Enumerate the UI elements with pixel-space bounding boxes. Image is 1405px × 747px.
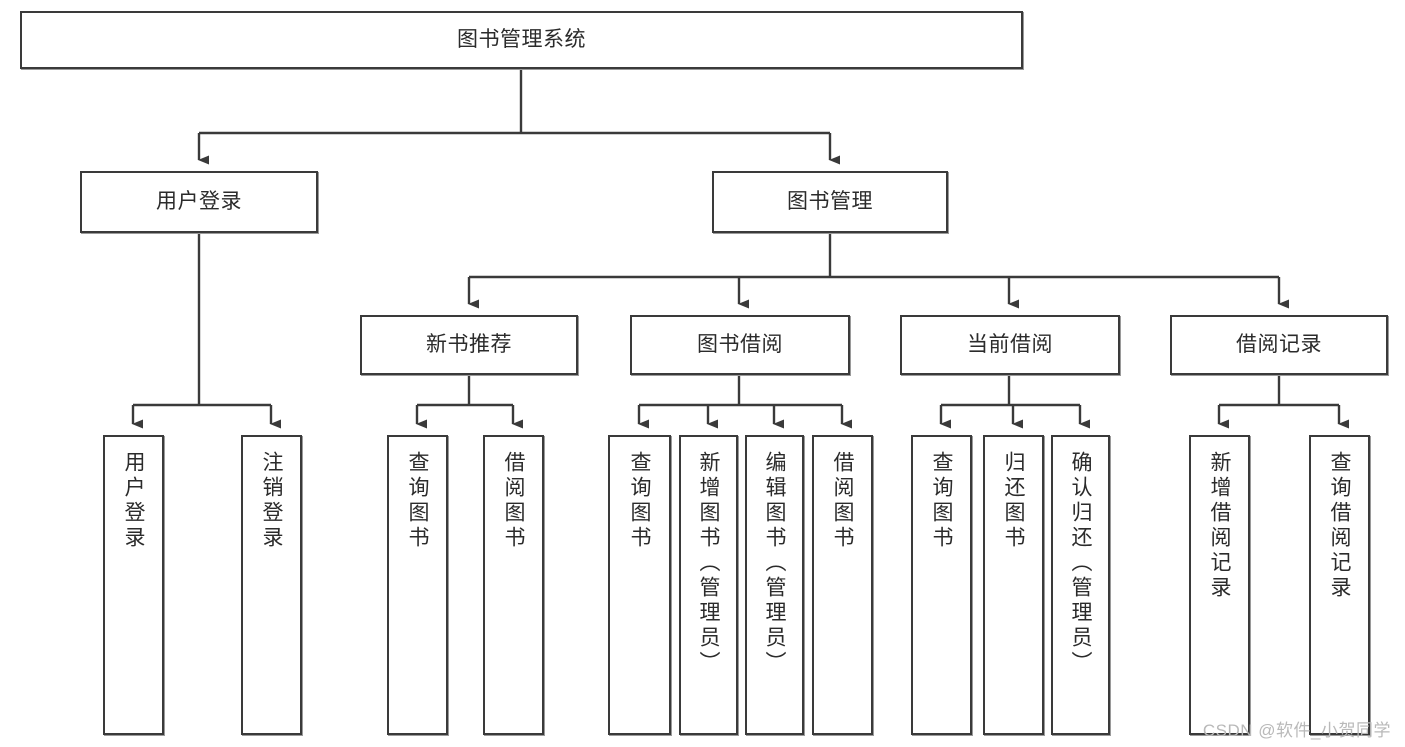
leaf-query-book-current[interactable]: 查询图书 [911, 435, 972, 735]
leaf-return-book[interactable]: 归还图书 [983, 435, 1044, 735]
leaf-add-borrow-record[interactable]: 新增借阅记录 [1189, 435, 1250, 735]
node-new-book-recommend-label: 新书推荐 [426, 333, 512, 357]
node-new-book-recommend[interactable]: 新书推荐 [360, 315, 578, 375]
leaf-borrow-book-label: 借阅图书 [831, 451, 854, 551]
node-current-borrow-label: 当前借阅 [967, 333, 1053, 357]
leaf-query-book-recommend-label: 查询图书 [406, 451, 429, 551]
leaf-user-login-label: 用户登录 [122, 451, 145, 551]
node-user-login-label: 用户登录 [156, 190, 242, 214]
leaf-confirm-return-admin[interactable]: 确认归还（管理员） [1051, 435, 1110, 735]
leaf-add-borrow-record-label: 新增借阅记录 [1208, 451, 1231, 601]
leaf-borrow-book-recommend-label: 借阅图书 [502, 451, 525, 551]
node-root-label: 图书管理系统 [457, 28, 586, 52]
leaf-borrow-book-recommend[interactable]: 借阅图书 [483, 435, 544, 735]
leaf-query-book-current-label: 查询图书 [930, 451, 953, 551]
node-user-login[interactable]: 用户登录 [80, 171, 318, 233]
node-current-borrow[interactable]: 当前借阅 [900, 315, 1120, 375]
leaf-edit-book-admin-label: 编辑图书（管理员） [763, 451, 786, 676]
leaf-confirm-return-admin-label: 确认归还（管理员） [1069, 451, 1092, 676]
leaf-add-book-admin[interactable]: 新增图书（管理员） [679, 435, 738, 735]
node-book-management[interactable]: 图书管理 [712, 171, 948, 233]
leaf-add-book-admin-label: 新增图书（管理员） [697, 451, 720, 676]
leaf-query-book-borrow[interactable]: 查询图书 [608, 435, 671, 735]
node-root[interactable]: 图书管理系统 [20, 11, 1023, 69]
leaf-edit-book-admin[interactable]: 编辑图书（管理员） [745, 435, 804, 735]
node-book-management-label: 图书管理 [787, 190, 873, 214]
node-book-borrow[interactable]: 图书借阅 [630, 315, 850, 375]
leaf-borrow-book[interactable]: 借阅图书 [812, 435, 873, 735]
leaf-return-book-label: 归还图书 [1002, 451, 1025, 551]
node-borrow-record[interactable]: 借阅记录 [1170, 315, 1388, 375]
leaf-query-borrow-record[interactable]: 查询借阅记录 [1309, 435, 1370, 735]
leaf-user-login[interactable]: 用户登录 [103, 435, 164, 735]
node-borrow-record-label: 借阅记录 [1236, 333, 1322, 357]
csdn-watermark: CSDN @软件_小贺同学 [1202, 721, 1391, 740]
leaf-logout-label: 注销登录 [260, 451, 283, 551]
node-book-borrow-label: 图书借阅 [697, 333, 783, 357]
leaf-query-book-borrow-label: 查询图书 [628, 451, 651, 551]
leaf-query-book-recommend[interactable]: 查询图书 [387, 435, 448, 735]
leaf-logout[interactable]: 注销登录 [241, 435, 302, 735]
leaf-query-borrow-record-label: 查询借阅记录 [1328, 451, 1351, 601]
